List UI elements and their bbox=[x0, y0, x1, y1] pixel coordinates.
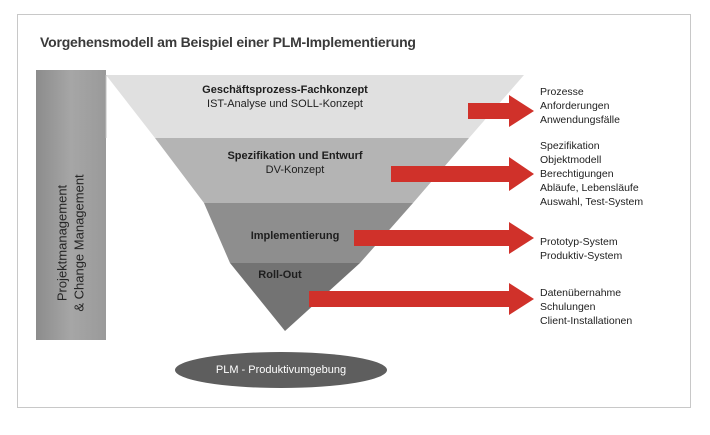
output-item: Prototyp-System bbox=[540, 236, 618, 248]
output-item: Client-Installationen bbox=[540, 315, 633, 327]
output-item: Abläufe, Lebensläufe bbox=[540, 182, 639, 194]
phase-2-band bbox=[155, 138, 469, 203]
output-item: Schulungen bbox=[540, 301, 596, 313]
output-item: Auswahl, Test-System bbox=[540, 196, 644, 208]
phase-3-name: Implementierung bbox=[250, 230, 340, 242]
diagram-title: Vorgehensmodell am Beispiel einer PLM-Im… bbox=[40, 34, 416, 50]
phase-3-band bbox=[204, 203, 413, 263]
output-item: Spezifikation bbox=[540, 140, 600, 152]
phase-4-name: Roll-Out bbox=[258, 269, 302, 281]
phase-1-band bbox=[106, 75, 524, 138]
output-item: Anforderungen bbox=[540, 100, 610, 112]
phase-4-band bbox=[230, 263, 360, 331]
plm-environment-label: PLM - Produktivumgebung bbox=[215, 364, 347, 376]
output-item: Datenübernahme bbox=[540, 287, 622, 299]
arrow-phase-2 bbox=[391, 157, 534, 191]
outputs-phase-1: Prozesse Anforderungen Anwendungsfälle bbox=[540, 85, 620, 127]
phase-4-label: Roll-Out bbox=[230, 268, 330, 282]
output-item: Objektmodell bbox=[540, 154, 602, 166]
outputs-phase-4: Datenübernahme Schulungen Client-Install… bbox=[540, 286, 632, 328]
phase-2-detail: DV-Konzept bbox=[265, 164, 325, 176]
arrow-phase-3 bbox=[354, 222, 534, 254]
output-item: Produktiv-System bbox=[540, 250, 623, 262]
phase-2-name: Spezifikation und Entwurf bbox=[227, 150, 363, 162]
phase-1-detail: IST-Analyse und SOLL-Konzept bbox=[207, 98, 363, 110]
phase-3-label: Implementierung bbox=[215, 229, 375, 243]
arrow-phase-1 bbox=[468, 95, 534, 127]
output-item: Berechtigungen bbox=[540, 168, 614, 180]
outputs-phase-3: Prototyp-System Produktiv-System bbox=[540, 235, 622, 263]
output-item: Anwendungsfälle bbox=[540, 114, 620, 126]
phase-1-label: Geschäftsprozess-Fachkonzept IST-Analyse… bbox=[165, 83, 405, 111]
phase-1-name: Geschäftsprozess-Fachkonzept bbox=[202, 84, 368, 96]
output-item: Prozesse bbox=[540, 86, 584, 98]
phase-2-label: Spezifikation und Entwurf DV-Konzept bbox=[190, 149, 400, 177]
output-arrows bbox=[309, 95, 534, 315]
project-management-bar bbox=[36, 70, 106, 340]
arrow-phase-4 bbox=[309, 283, 534, 315]
outputs-phase-2: Spezifikation Objektmodell Berechtigunge… bbox=[540, 139, 643, 209]
plm-environment-ellipse bbox=[175, 352, 387, 388]
